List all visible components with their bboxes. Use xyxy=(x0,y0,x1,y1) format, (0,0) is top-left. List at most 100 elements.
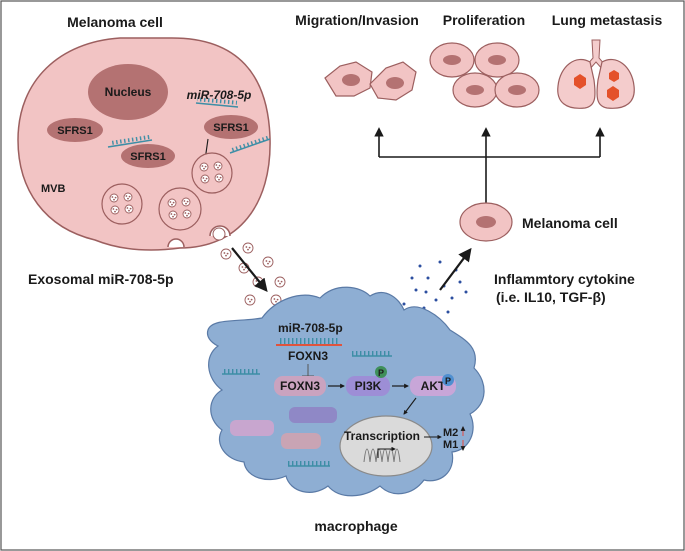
cytokine-dot xyxy=(424,290,428,294)
metastasis-lesion xyxy=(574,74,586,89)
mir-708-5p-label: miR-708-5p xyxy=(187,88,252,102)
migration-invasion-label: Migration/Invasion xyxy=(295,12,419,28)
outcome-arrows xyxy=(374,127,605,203)
exosome xyxy=(124,204,134,214)
akt-to-nucleus-arrow xyxy=(403,397,417,415)
m2-label: M2 xyxy=(443,427,458,439)
exosome xyxy=(199,162,209,172)
exosomal-mir-label: Exosomal miR-708-5p xyxy=(28,271,174,287)
sfrs1-label: SFRS1 xyxy=(57,125,92,137)
lungs-illustration xyxy=(557,39,635,109)
mirna-strand xyxy=(288,461,330,467)
proliferating-cells xyxy=(429,42,540,108)
macrophage: miR-708-5p FOXN3 FOXN3 PI3K P AKT P Tran… xyxy=(206,286,485,497)
phospho-label: P xyxy=(445,376,451,386)
cytokine-dot xyxy=(458,280,462,284)
pi3k-label: PI3K xyxy=(355,379,382,393)
cytokine-arrow xyxy=(439,247,472,291)
foxn3-mrna-label: FOXN3 xyxy=(288,349,328,363)
cytokine-dot xyxy=(438,260,442,264)
phosphorylation-badge xyxy=(375,366,387,378)
organelle xyxy=(281,433,321,449)
macrophage-label: macrophage xyxy=(314,518,397,534)
exosome xyxy=(181,197,191,207)
dna-coil xyxy=(363,448,401,463)
mirna-strand xyxy=(229,135,271,154)
cell-nucleus xyxy=(342,74,360,86)
exosome xyxy=(244,294,256,306)
phosphorylation-badge xyxy=(442,374,454,386)
melanoma-cell-body xyxy=(17,37,271,251)
melanoma-cell-small-label: Melanoma cell xyxy=(522,215,618,231)
mirna-mrna-duplex xyxy=(276,338,342,346)
exosome xyxy=(110,205,120,215)
exocytosis-notch xyxy=(167,238,185,248)
cytokine-dot xyxy=(450,296,454,300)
cytokine-label-line2: (i.e. IL10, TGF-β) xyxy=(496,289,606,305)
exosome xyxy=(123,192,133,202)
nucleus xyxy=(88,64,168,120)
mvb-label: MVB xyxy=(41,183,66,195)
proliferation-label: Proliferation xyxy=(443,12,525,28)
organelle xyxy=(289,407,337,423)
exosome-uptake-arrow xyxy=(231,247,268,293)
exosome xyxy=(214,173,224,183)
akt-label: AKT xyxy=(421,379,446,393)
mir-708-5p-macrophage-label: miR-708-5p xyxy=(278,321,343,335)
sfrs1-label: SFRS1 xyxy=(213,122,248,134)
exosome xyxy=(167,198,177,208)
m1-label: M1 xyxy=(443,439,458,451)
multivesicular-bodies xyxy=(101,152,233,231)
sfrs1-protein xyxy=(204,115,258,139)
exosome xyxy=(109,193,119,203)
right-lung xyxy=(596,58,635,109)
exosome xyxy=(274,276,286,288)
exosome xyxy=(182,209,192,219)
pi3k-box xyxy=(346,376,390,396)
cytokine-dot xyxy=(434,298,438,302)
cell-nucleus xyxy=(386,77,404,89)
cytokine-dot xyxy=(426,276,430,280)
macrophage-nucleus xyxy=(339,415,433,477)
mirna-strand xyxy=(352,351,392,357)
cell-nucleus xyxy=(476,216,496,228)
melanoma-cell-title: Melanoma cell xyxy=(67,14,163,30)
sfrs1-protein xyxy=(47,118,103,142)
cytokine-dot xyxy=(410,276,414,280)
migrating-cells xyxy=(324,61,417,101)
metastasis-lesion xyxy=(609,70,619,82)
foxn3-box-label: FOXN3 xyxy=(280,379,320,393)
mirna-strand xyxy=(195,97,239,108)
transcription-label: Transcription xyxy=(344,429,420,443)
sfrs1-protein xyxy=(121,144,175,168)
transcription-start-arrow xyxy=(377,446,396,458)
nucleus-label: Nucleus xyxy=(105,85,152,99)
phospho-label: P xyxy=(378,368,384,378)
foxn3-box xyxy=(274,376,326,396)
cytokine-dot xyxy=(446,310,450,314)
cytokine-dot xyxy=(414,288,418,292)
exosome xyxy=(212,227,226,241)
exosome xyxy=(168,210,178,220)
mvb-vesicle xyxy=(101,183,143,225)
mirna-strand xyxy=(222,369,260,375)
mvb-vesicle xyxy=(191,152,233,194)
mvb-vesicle xyxy=(158,187,202,231)
mirna-strand xyxy=(107,134,153,148)
exosome xyxy=(200,174,210,184)
cytokine-dot xyxy=(418,264,422,268)
organelle xyxy=(230,420,274,436)
cytokine-label-line1: Inflammtory cytokine xyxy=(494,271,635,287)
exosome xyxy=(242,242,254,254)
exosome xyxy=(213,161,223,171)
metastasis-lesion xyxy=(607,86,619,101)
sfrs1-label: SFRS1 xyxy=(130,151,165,163)
exosome xyxy=(220,248,232,260)
melanoma-cell: Nucleus SFRS1 SFRS1 SFRS1 miR-708-5p MVB xyxy=(17,37,271,251)
exosome xyxy=(262,256,274,268)
lung-metastasis-label: Lung metastasis xyxy=(552,12,663,28)
cytokine-dot xyxy=(402,302,406,306)
